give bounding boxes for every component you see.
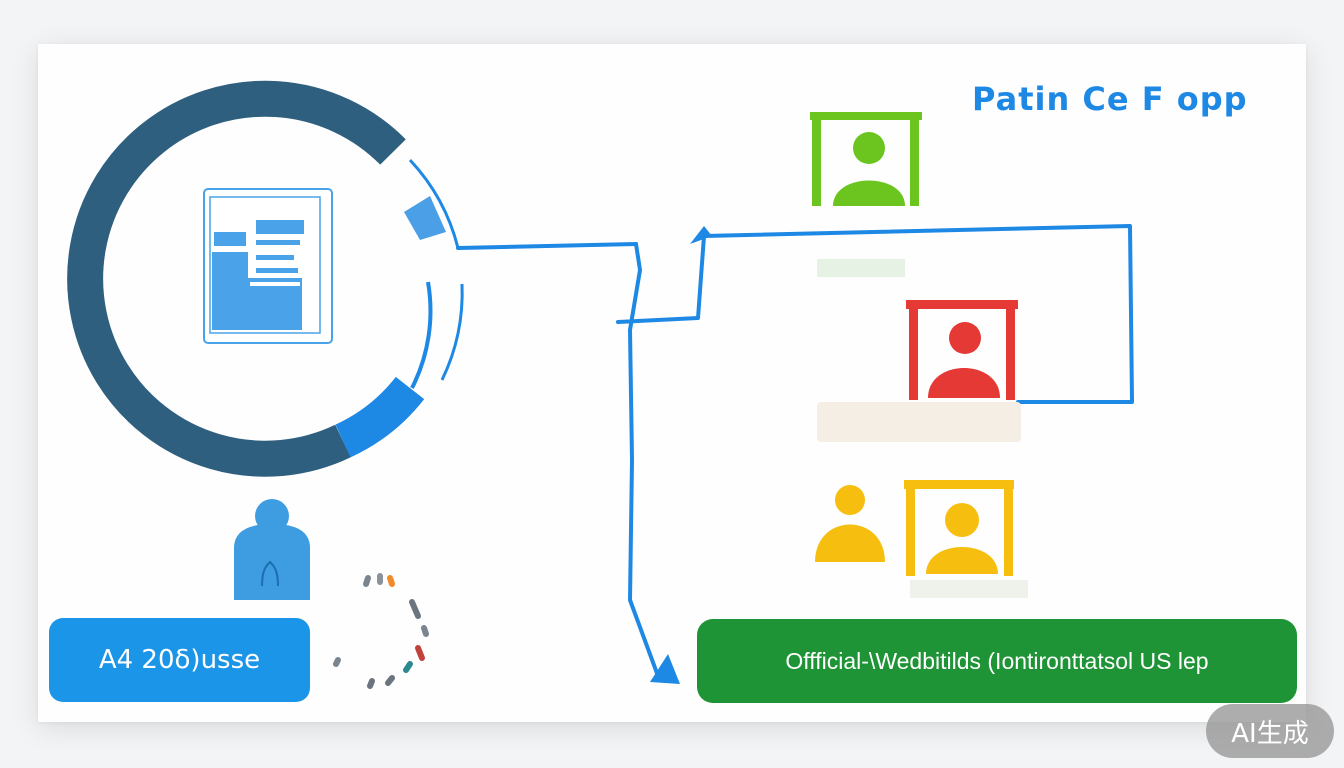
person-red-icon: [906, 300, 1018, 400]
document-icon: [203, 188, 333, 344]
shadow-smudge-2: [817, 402, 1021, 442]
diagram-title: Patin Ce F opp: [972, 80, 1248, 118]
ring-blue-arc: [335, 376, 425, 458]
ring-dark-arc: [67, 80, 406, 477]
arrowhead-up: [690, 226, 712, 244]
shadow-smudge-3: [910, 580, 1028, 598]
ring-accent-tab: [404, 196, 446, 240]
person-yellow-icon: [815, 485, 885, 562]
person-blue-icon: [234, 499, 310, 600]
connector-lines: [456, 224, 1134, 678]
ring-thin-right-arc: [440, 283, 464, 381]
ring-thin-outer-arc: [408, 158, 460, 249]
watermark-text: AI生成: [1231, 718, 1309, 749]
person-green-icon: [810, 112, 922, 206]
left-action-button[interactable]: A4 20δ)usse: [49, 618, 310, 702]
arrowhead-down: [650, 654, 680, 684]
right-action-button-label: Offficial-\Wedbitilds (Iontironttatsol U…: [785, 647, 1209, 674]
loading-spinner-icon: [333, 573, 429, 689]
connector-branch: [616, 224, 1134, 404]
ai-generated-watermark: AI生成: [1206, 704, 1334, 758]
person-yellow-framed-icon: [904, 480, 1014, 576]
ring-thin-inner-arc: [410, 281, 433, 389]
right-action-button[interactable]: Offficial-\Wedbitilds (Iontironttatsol U…: [697, 619, 1297, 703]
left-action-button-label: A4 20δ)usse: [98, 645, 261, 675]
ring-gauge: [67, 80, 464, 477]
shadow-smudge-1: [817, 259, 905, 277]
diagram-card: [38, 44, 1306, 722]
connector-ring-to-trunk: [456, 242, 638, 250]
connector-trunk: [628, 242, 660, 678]
